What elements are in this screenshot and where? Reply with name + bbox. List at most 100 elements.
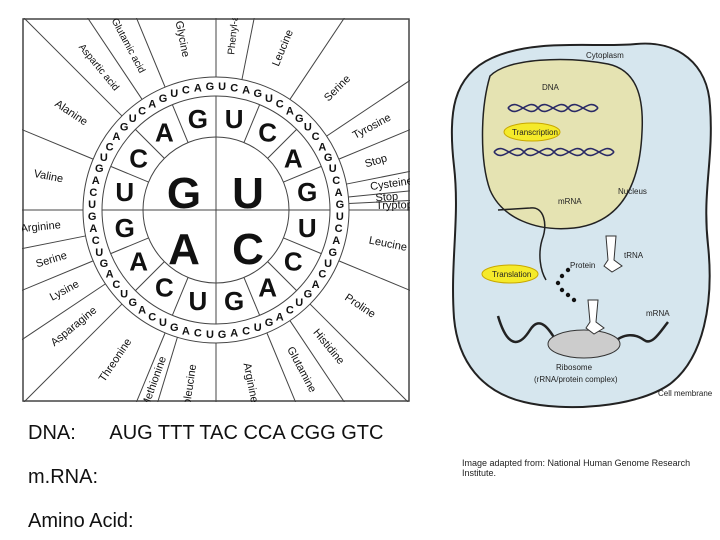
third-base: C <box>276 99 284 111</box>
amino-sector-divider <box>348 190 410 198</box>
third-base: A <box>332 235 340 247</box>
third-base: C <box>312 131 320 143</box>
second-base-CG: G <box>224 286 244 316</box>
dna-helix <box>493 103 615 157</box>
mrna-row: m.RNA: <box>28 466 98 489</box>
third-base: C <box>106 141 114 153</box>
second-base-AU: U <box>188 286 207 316</box>
third-base: G <box>304 288 313 300</box>
first-base-U: U <box>232 169 264 218</box>
dna-label: DNA: <box>28 422 76 444</box>
third-base: G <box>336 199 345 211</box>
third-base: G <box>265 317 274 329</box>
third-base: C <box>286 305 294 317</box>
middle-divider <box>135 261 165 291</box>
nucleus-label: Nucleus <box>618 187 647 196</box>
second-base-AG: G <box>115 213 135 243</box>
transcription-label: Transcription <box>512 128 558 137</box>
third-base: U <box>95 247 103 259</box>
third-base: U <box>329 163 337 175</box>
amino-acid-label: Cysteine <box>369 175 410 193</box>
third-base: C <box>332 175 340 187</box>
second-base-GA: A <box>155 118 174 148</box>
amino-acid-label: Valine <box>33 168 65 186</box>
third-base: A <box>230 328 238 340</box>
third-base: G <box>324 152 333 164</box>
amino-acid-label: Tryptophan <box>376 199 410 212</box>
second-base-UU: U <box>225 104 244 134</box>
third-base: A <box>318 141 326 153</box>
third-base: G <box>88 211 97 223</box>
third-base: U <box>324 258 332 270</box>
third-base: G <box>128 297 137 309</box>
ribosome-shape <box>547 329 621 359</box>
first-base-A: A <box>168 225 200 274</box>
second-base-UC: C <box>258 118 277 148</box>
second-base-UG: G <box>297 177 317 207</box>
third-base: G <box>170 322 179 334</box>
translation-label: Translation <box>492 270 531 279</box>
middle-divider <box>283 165 322 183</box>
dna-row: DNA: AUG TTT TAC CCA CGG GTC <box>28 422 383 445</box>
third-base: C <box>182 85 190 97</box>
amino-sector-divider <box>87 18 143 100</box>
third-base: A <box>112 131 120 143</box>
amino-sector-divider <box>22 235 86 250</box>
amino-sector-divider <box>266 332 297 402</box>
third-base: G <box>95 163 104 175</box>
third-base: A <box>276 311 284 323</box>
amino-sector-divider <box>135 18 166 88</box>
third-base: U <box>100 152 108 164</box>
third-base: G <box>218 329 227 341</box>
amino-sector-divider <box>326 79 410 137</box>
third-base: C <box>148 311 156 323</box>
third-base: C <box>318 269 326 281</box>
middle-divider <box>171 277 189 316</box>
nucleus-mrna-strand <box>497 207 547 281</box>
third-base: C <box>230 82 238 94</box>
third-base: U <box>254 322 262 334</box>
second-base-AA: A <box>129 247 148 277</box>
third-base: U <box>206 329 214 341</box>
middle-divider <box>171 104 189 143</box>
image-credit: Image adapted from: National Human Genom… <box>462 458 691 478</box>
third-base: C <box>89 187 97 199</box>
cell-membrane-label: Cell membrane <box>658 389 713 398</box>
amino-acid-label: Arginine <box>22 219 61 235</box>
third-base: U <box>170 88 178 100</box>
third-base: A <box>148 99 156 111</box>
second-base-AC: C <box>155 272 174 302</box>
third-base: U <box>304 122 312 134</box>
second-base-GG: G <box>188 104 208 134</box>
second-base-GC: C <box>129 143 148 173</box>
trna-shape <box>603 235 623 273</box>
amino-sector-divider <box>309 303 409 402</box>
third-base: G <box>328 247 337 259</box>
second-base-CC: C <box>284 247 303 277</box>
third-base: U <box>336 211 344 223</box>
third-base: C <box>138 105 146 117</box>
amino-acid-label: Amino Acid: <box>28 510 134 532</box>
amino-sector-divider <box>241 18 255 80</box>
middle-divider <box>283 237 322 255</box>
amino-sector-divider <box>289 18 345 100</box>
third-base: G <box>120 122 129 134</box>
third-base: U <box>295 297 303 309</box>
third-base: U <box>120 288 128 300</box>
ribosome-label: Ribosome <box>556 363 593 372</box>
mrna-label: m.RNA: <box>28 466 98 488</box>
protein-chain <box>555 267 577 303</box>
third-base: G <box>159 93 168 105</box>
trna-ribosome-shape <box>585 299 605 335</box>
third-base: A <box>194 82 202 94</box>
cytoplasm-label: Cytoplasm <box>586 51 624 60</box>
middle-divider <box>267 129 297 159</box>
second-base-CU: U <box>298 213 317 243</box>
third-base: G <box>295 113 304 125</box>
third-base: U <box>218 81 226 93</box>
middle-divider <box>110 237 149 255</box>
third-base: A <box>242 85 250 97</box>
amino-sector-divider <box>346 170 410 185</box>
third-base: G <box>253 88 262 100</box>
